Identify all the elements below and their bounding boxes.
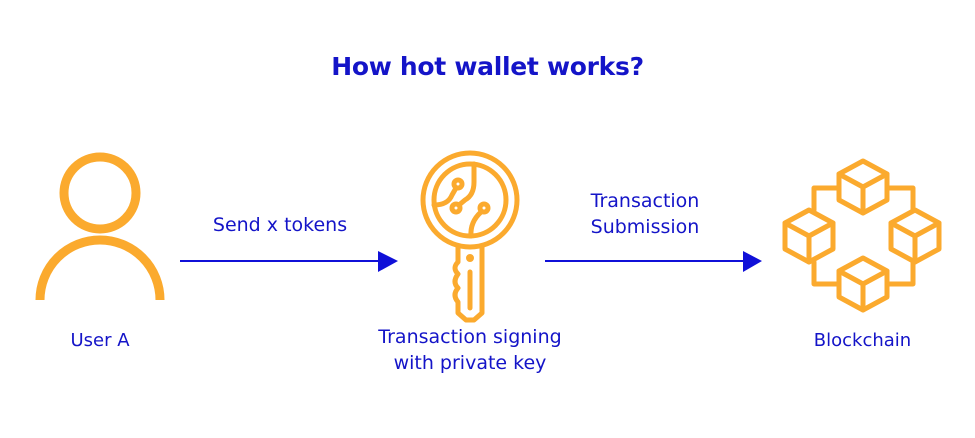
blockchain-icon (782, 158, 942, 313)
user-icon (35, 152, 165, 301)
arrow-transaction-submission (545, 251, 762, 272)
node-label-line1: Transaction signing (378, 326, 562, 348)
node-label-user: User A (70, 330, 130, 351)
arrow-send-tokens (180, 251, 398, 272)
edge-label-line2: Submission (590, 216, 700, 238)
edge-label-send-tokens: Send x tokens (212, 214, 348, 236)
node-label-signing: Transaction signing with private key (340, 324, 600, 376)
diagram-title: How hot wallet works? (331, 52, 644, 81)
edge-label-transaction-submission: Transaction Submission (545, 188, 745, 240)
edge-label-line1: Transaction (590, 190, 700, 212)
node-label-line2: with private key (393, 352, 547, 374)
key-icon (420, 150, 520, 323)
node-label-blockchain: Blockchain (813, 330, 912, 351)
